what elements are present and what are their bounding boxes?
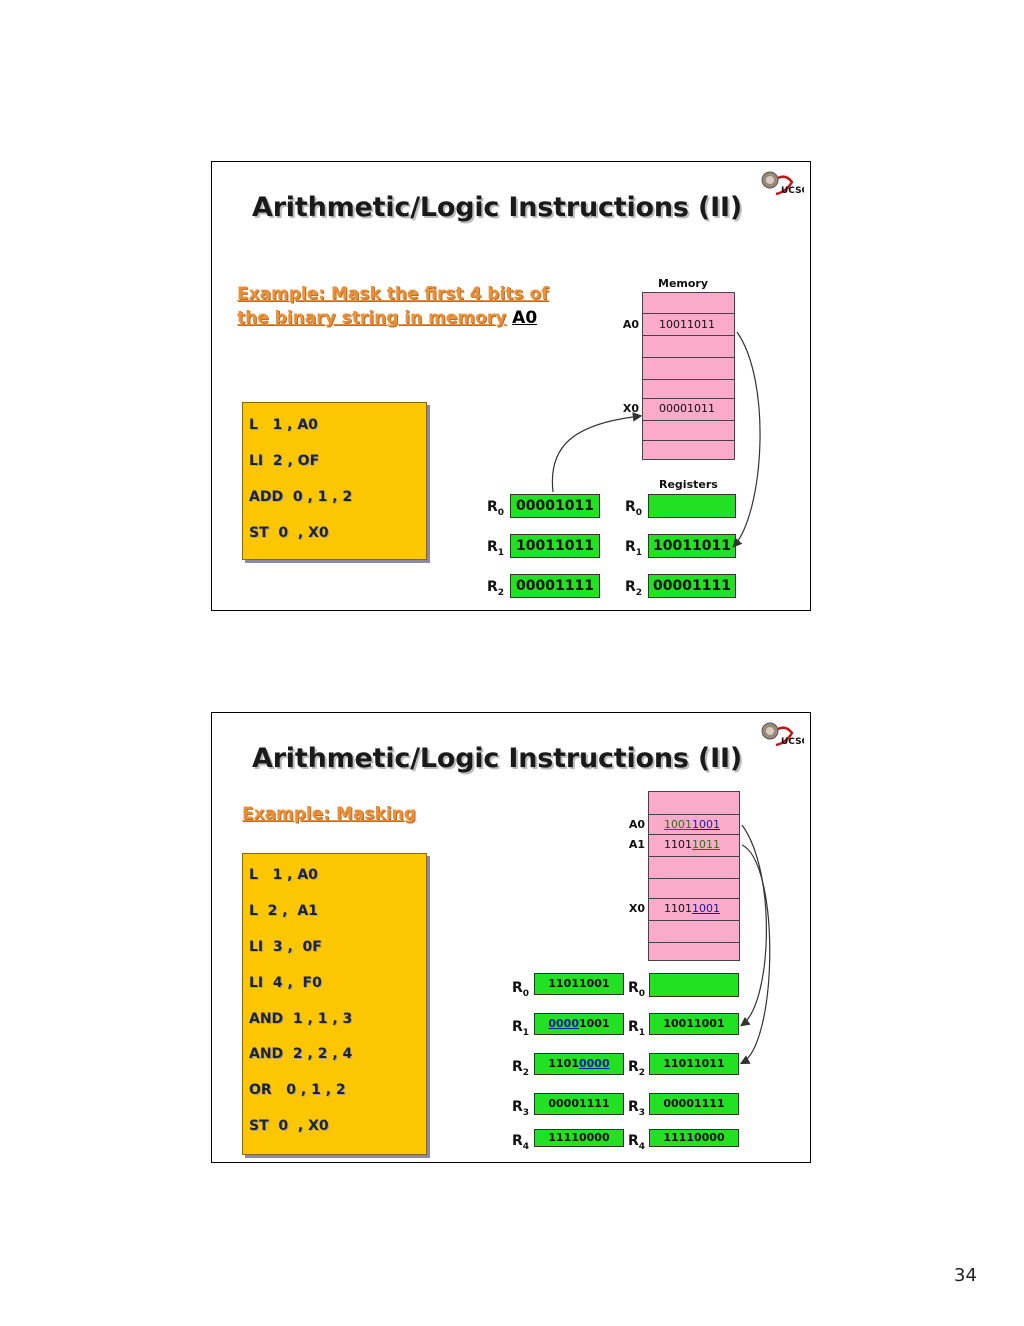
ucsc-logo-icon: UCSC (761, 722, 804, 747)
memory-a1-value: 11011011 (664, 838, 720, 851)
register-label: R1 (512, 1019, 530, 1038)
register-r0-left: 00001011 (510, 494, 600, 518)
register-label: R2 (628, 1059, 646, 1078)
code-box: L 1 , A0 L 2 , A1 LI 3 , 0F LI 4 , F0 AN… (242, 853, 427, 1155)
register-label: R4 (512, 1133, 530, 1152)
code-line: L 2 , A1 (249, 903, 318, 919)
memory-x0-value: 00001011 (659, 402, 715, 415)
register-label: R1 (625, 539, 643, 558)
code-box: L 1 , A0 LI 2 , OF ADD 0 , 1 , 2 ST 0 , … (242, 402, 427, 560)
code-line: ST 0 , X0 (249, 525, 329, 541)
ucsc-logo-icon: UCSC (761, 171, 804, 196)
register-label: R3 (512, 1099, 530, 1118)
example-description: Example: Masking (242, 802, 416, 826)
register-label: R0 (487, 499, 505, 518)
memory-x0-label: X0 (622, 402, 639, 415)
memory-a1-label: A1 (628, 838, 645, 851)
flow-arrows (551, 331, 761, 548)
registers-caption: Registers (659, 478, 718, 491)
slide-title: Arithmetic/Logic Instructions (II) (252, 743, 742, 774)
register-r0-right (648, 494, 736, 518)
register-r1-left: 00001001 (534, 1013, 624, 1035)
memory-block: 10011001 11011011 11011001 (648, 791, 740, 961)
slide-title: Arithmetic/Logic Instructions (II) (252, 192, 742, 223)
register-label: R1 (628, 1019, 646, 1038)
arrow-a1-to-r2 (739, 844, 771, 1065)
register-label: R1 (487, 539, 505, 558)
arrow-a0-to-r1 (740, 824, 767, 1027)
code-line: LI 2 , OF (249, 453, 320, 469)
arrow-r0-to-x0 (551, 412, 643, 493)
example-line: Example: Masking (242, 804, 416, 824)
register-label: R3 (628, 1099, 646, 1118)
code-line: AND 2 , 2 , 4 (249, 1046, 353, 1062)
register-r0-right (649, 973, 739, 997)
code-line: LI 4 , F0 (249, 975, 322, 991)
register-label: R4 (628, 1133, 646, 1152)
register-r1-right: 10011001 (649, 1013, 739, 1035)
example-description: Example: Mask the first 4 bits of the bi… (237, 282, 549, 330)
register-r3-right: 00001111 (649, 1093, 739, 1115)
example-ref: A0 (512, 308, 538, 328)
register-r4-right: 11110000 (649, 1129, 739, 1147)
register-label: R0 (512, 980, 530, 999)
register-r2-right: 00001111 (648, 574, 736, 598)
register-r4-left: 11110000 (534, 1129, 624, 1147)
code-line: OR 0 , 1 , 2 (249, 1082, 346, 1098)
arrow-a0-to-r1 (732, 331, 761, 548)
memory-block: 10011011 00001011 (642, 292, 735, 460)
slide-2: Arithmetic/Logic Instructions (II) UCSC … (211, 712, 811, 1163)
memory-x0-label: X0 (628, 902, 645, 915)
register-r1-left: 10011011 (510, 534, 600, 558)
register-label: R2 (512, 1059, 530, 1078)
register-r2-right: 11011011 (649, 1053, 739, 1075)
memory-caption: Memory (658, 277, 709, 290)
register-r0-left: 11011001 (534, 973, 624, 995)
register-r3-left: 00001111 (534, 1093, 624, 1115)
code-line: L 1 , A0 (249, 417, 318, 433)
example-line-2: the binary string in memory (237, 308, 507, 328)
example-line-1: Example: Mask the first 4 bits of (237, 284, 549, 304)
code-line: L 1 , A0 (249, 867, 318, 883)
logo-text: UCSC (781, 186, 804, 196)
register-label: R2 (487, 579, 505, 598)
code-line: AND 1 , 1 , 3 (249, 1011, 353, 1027)
register-r2-left: 11010000 (534, 1053, 624, 1075)
memory-a0-value: 10011011 (659, 318, 715, 331)
code-line: ADD 0 , 1 , 2 (249, 489, 353, 505)
code-line: ST 0 , X0 (249, 1118, 329, 1134)
slide-1: Arithmetic/Logic Instructions (II) UCSC … (211, 161, 811, 611)
memory-x0-value: 11011001 (664, 902, 720, 915)
memory-a0-label: A0 (628, 818, 645, 831)
code-line: LI 3 , 0F (249, 939, 322, 955)
register-r2-left: 00001111 (510, 574, 600, 598)
register-label: R0 (628, 980, 646, 999)
page-number: 34 (954, 1265, 977, 1286)
register-label: R0 (625, 499, 643, 518)
memory-a0-value: 10011001 (664, 818, 720, 831)
register-r1-right: 10011011 (648, 534, 736, 558)
register-label: R2 (625, 579, 643, 598)
flow-arrows (739, 824, 771, 1065)
memory-a0-label: A0 (622, 318, 639, 331)
logo-text: UCSC (781, 737, 804, 747)
